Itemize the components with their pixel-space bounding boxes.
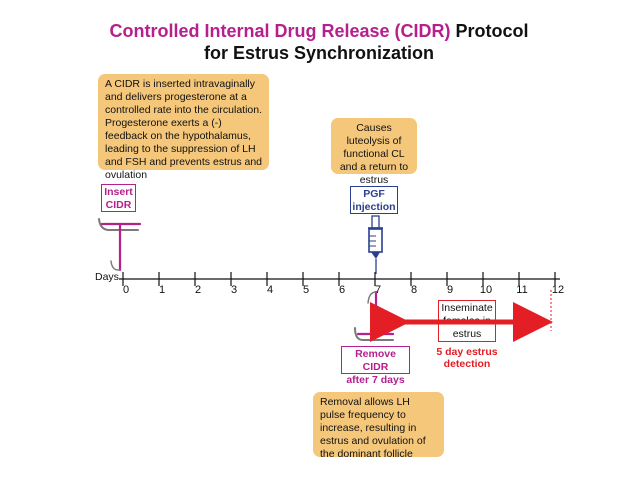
tick-label-day-10: 10 xyxy=(479,284,493,296)
tick-label-day-3: 3 xyxy=(230,284,238,296)
cidr-device-insert-icon xyxy=(98,218,142,272)
syringe-icon xyxy=(368,215,383,274)
tick-label-day-1: 1 xyxy=(158,284,166,296)
remove-line-2: after 7 days xyxy=(346,374,405,386)
pgf-effect-note: Causes luteolysis of functional CL and a… xyxy=(331,118,417,186)
tick-label-day-6: 6 xyxy=(338,284,346,296)
cidr-insertion-note: A CIDR is inserted intravaginally and de… xyxy=(98,74,269,181)
detection-line-1: 5 day estrus xyxy=(436,346,498,358)
title-cidr-name: Controlled Internal Drug Release (CIDR) xyxy=(109,21,451,41)
removal-effect-note: Removal allows LH pulse frequency to inc… xyxy=(313,392,444,460)
timeline-ticks xyxy=(122,272,556,286)
title-line-2: for Estrus Synchronization xyxy=(203,43,435,63)
pgf-line-1: PGF xyxy=(363,188,385,200)
tick-label-day-5: 5 xyxy=(302,284,310,296)
insert-line-2: CIDR xyxy=(105,199,132,211)
remove-line-1: Remove CIDR xyxy=(355,348,396,373)
removal-effect-text: Removal allows LH pulse frequency to inc… xyxy=(320,396,426,460)
tick-label-day-9: 9 xyxy=(446,284,454,296)
tick-label-day-12: 12 xyxy=(551,284,565,296)
title-line-1: Controlled Internal Drug Release (CIDR) … xyxy=(0,20,638,42)
pgf-effect-text: Causes luteolysis of functional CL and a… xyxy=(339,122,409,186)
cidr-insertion-text: A CIDR is inserted intravaginally and de… xyxy=(105,78,263,181)
tick-label-day-8: 8 xyxy=(410,284,418,296)
tick-label-day-2: 2 xyxy=(194,284,202,296)
tick-label-day-0: 0 xyxy=(122,284,130,296)
tick-label-day-4: 4 xyxy=(266,284,274,296)
insert-line-1: Insert xyxy=(104,186,133,198)
cidr-device-remove-icon xyxy=(354,290,395,341)
pgf-line-2: injection xyxy=(352,201,396,213)
tick-label-day-11: 11 xyxy=(516,284,528,296)
tick-label-day-7: 7 xyxy=(374,284,382,296)
title-protocol-word: Protocol xyxy=(450,21,529,41)
days-axis-label: Days xyxy=(95,271,119,283)
detection-line-2: detection xyxy=(443,358,491,370)
